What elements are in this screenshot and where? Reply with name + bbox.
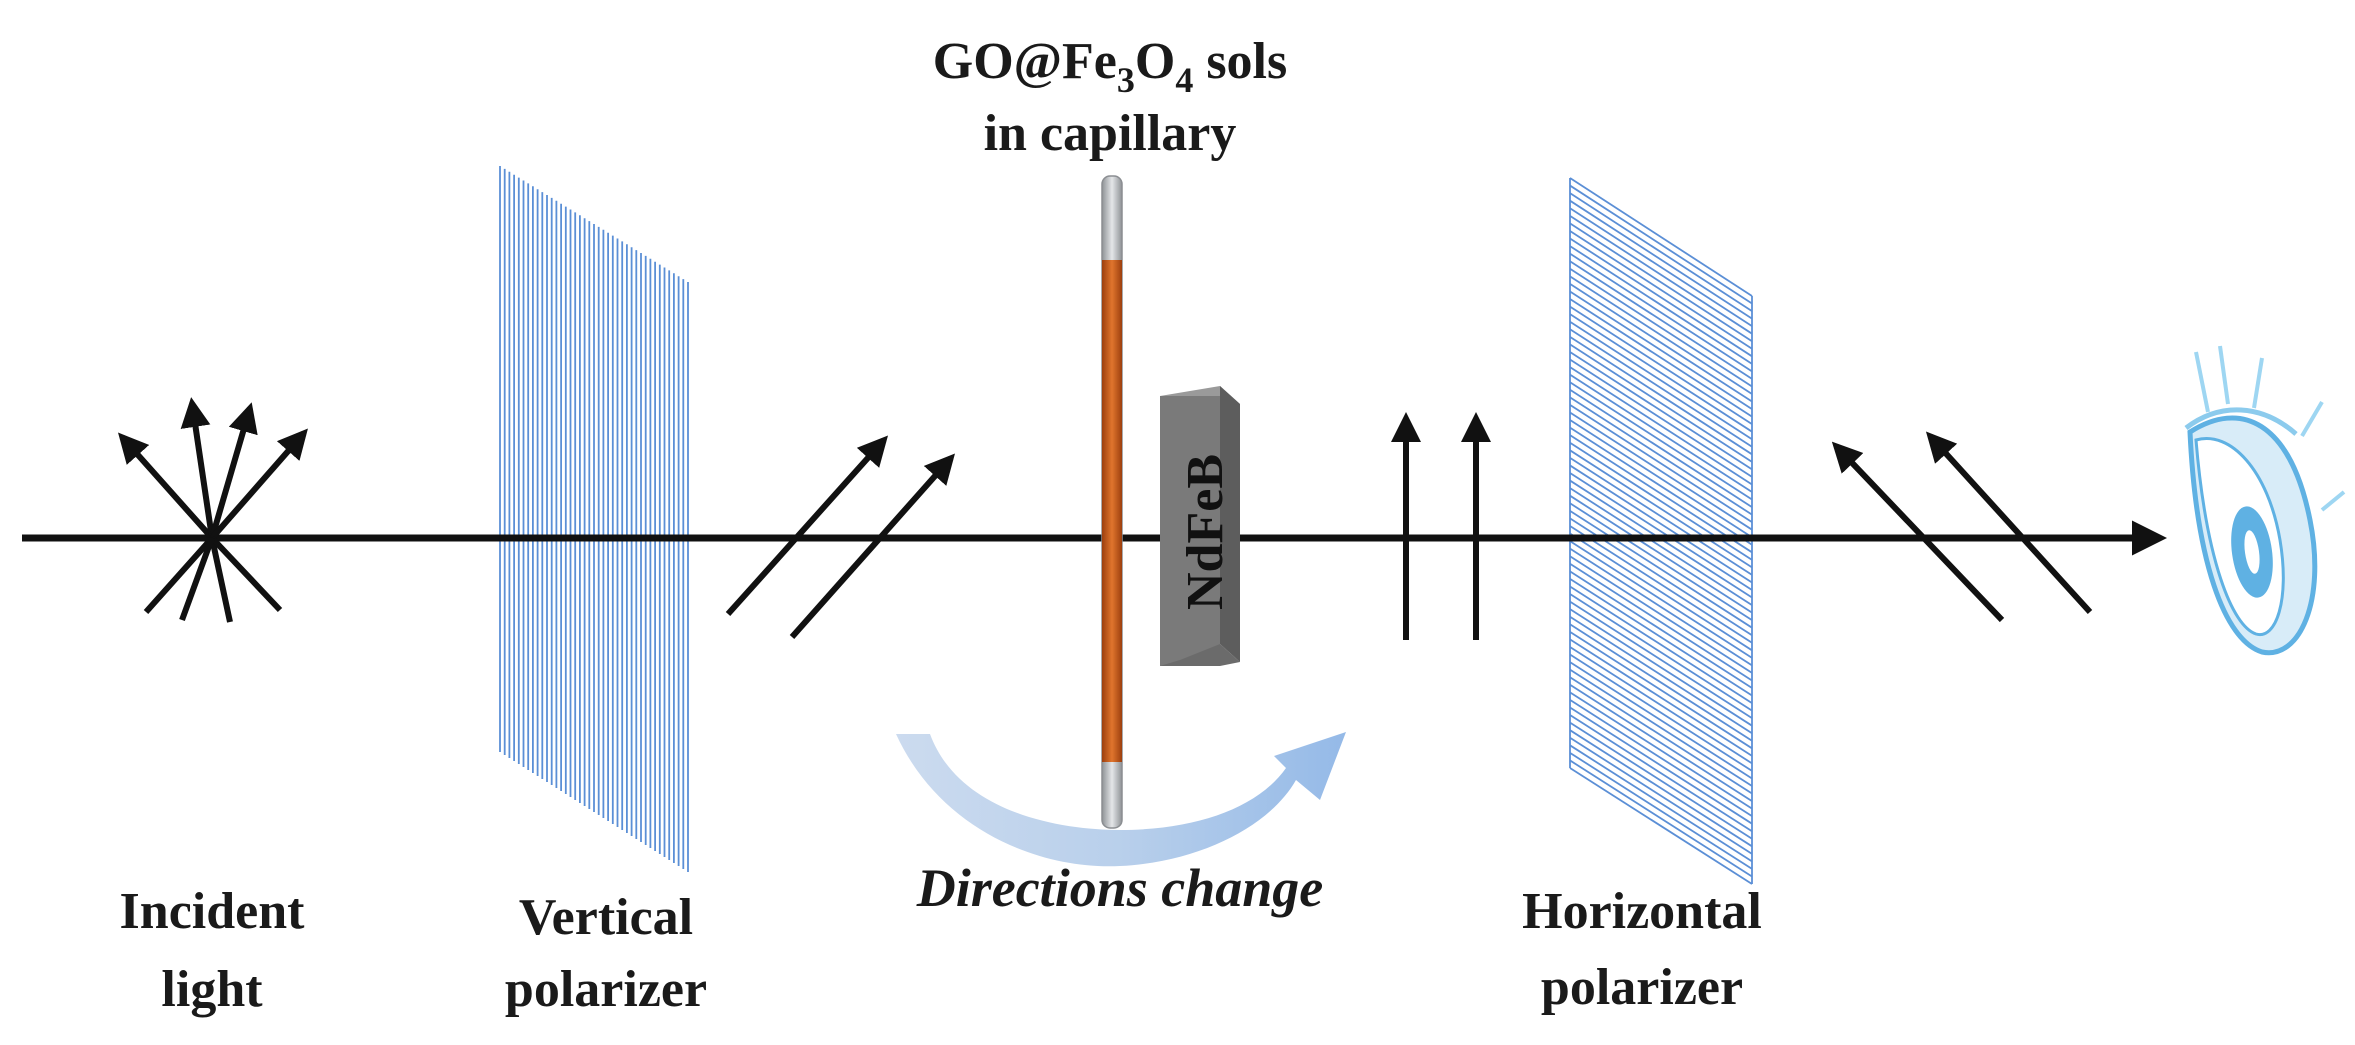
polarizer-grating-line: [1569, 767, 1753, 885]
polarizer-grating-line: [1569, 434, 1753, 554]
polarizer-grating-line: [1569, 525, 1753, 644]
polarizer-grating-line: [1569, 699, 1753, 817]
polarizer-grating-line: [1569, 570, 1753, 689]
polarizer-grating-line: [1569, 184, 1753, 305]
vertical-polarizer-label: Vertical: [519, 889, 693, 946]
polarizer-grating-line: [1569, 759, 1753, 878]
polarizer-grating-line: [1569, 555, 1753, 674]
polarizer-grating-line: [1569, 600, 1753, 719]
polarizer-grating-line: [1569, 177, 1753, 297]
polarizer-grating-line: [1569, 419, 1753, 538]
polarizer-grating-line: [1569, 373, 1753, 493]
polarizer-grating-line: [1569, 691, 1753, 810]
polarizer-grating-line: [1569, 298, 1753, 418]
polarizer-grating-line: [1569, 404, 1753, 523]
horizontal-polarizer: [1569, 177, 1753, 885]
polarizer-grating-line: [1569, 426, 1753, 546]
polarizer-grating-line: [1569, 336, 1753, 456]
polarizer-grating-line: [1569, 343, 1753, 463]
polarizer-grating-line: [1569, 510, 1753, 629]
polarizer-grating-line: [1569, 593, 1753, 712]
polarizer-grating-line: [1569, 487, 1753, 606]
capillary-tube: [1101, 175, 1123, 829]
polarizer-grating-line: [1569, 752, 1753, 870]
vertical-polarization-arrows: [1391, 412, 1491, 640]
polarizer-grating-line: [1569, 328, 1753, 448]
polarizer-grating-line: [1569, 358, 1753, 478]
polarizer-grating-line: [1569, 676, 1753, 795]
polarizer-grating-line: [1569, 230, 1753, 350]
polarizer-grating-line: [1569, 653, 1753, 772]
polarizer-grating-line: [1569, 646, 1753, 765]
polarizer-grating-line: [1569, 638, 1753, 757]
polarizer-grating-line: [1569, 608, 1753, 727]
polarizer-grating-line: [1569, 283, 1753, 403]
incident-light-label-line2: light: [161, 961, 263, 1018]
polarizer-grating-line: [1569, 615, 1753, 734]
horizontal-polarizer-label-line2: polarizer: [1541, 959, 1743, 1016]
polarizer-grating-line: [1569, 411, 1753, 531]
polarizer-grating-line: [1569, 547, 1753, 667]
polarizer-grating-line: [1569, 540, 1753, 659]
magnet-label: NdFeB: [1177, 454, 1234, 610]
capillary-label-line2: in capillary: [984, 105, 1237, 162]
polarizer-grating-line: [1569, 563, 1753, 682]
polarizer-grating-line: [1569, 706, 1753, 825]
polarizer-grating-line: [1569, 578, 1753, 697]
polarizer-grating-line: [1569, 305, 1753, 425]
eye-icon: [2184, 345, 2346, 656]
polarizer-grating-line: [1569, 245, 1753, 365]
polarizer-grating-line: [1569, 313, 1753, 433]
polarizer-grating-line: [1569, 729, 1753, 848]
polarizer-grating-line: [1569, 449, 1753, 569]
polarizer-grating-line: [1569, 192, 1753, 312]
polarizer-grating-line: [1569, 631, 1753, 750]
polarizer-grating-line: [1569, 502, 1753, 621]
polarizer-grating-line: [1569, 199, 1753, 320]
polarizer-grating-line: [1569, 275, 1753, 395]
polarizer-grating-line: [1569, 464, 1753, 584]
polarizer-grating-line: [1569, 736, 1753, 855]
polarizer-grating-line: [1569, 290, 1753, 410]
polarizer-grating-line: [1569, 381, 1753, 501]
polarizer-grating-line: [1569, 744, 1753, 863]
polarizer-grating-line: [1569, 532, 1753, 652]
ndfeb-magnet: NdFeB: [1160, 386, 1240, 666]
vertical-polarizer-label-line2: polarizer: [505, 961, 707, 1018]
diagonal-polarization-arrows: [725, 435, 955, 639]
curved-arrow-icon: [896, 732, 1346, 867]
polarizer-grating-line: [1569, 207, 1753, 327]
polarizer-grating-line: [1569, 721, 1753, 840]
polarizer-grating-line: [1569, 684, 1753, 802]
polarizer-grating-line: [1569, 260, 1753, 380]
polarizer-grating-line: [1569, 494, 1753, 614]
polarizer-grating-line: [1569, 366, 1753, 486]
polarizer-grating-line: [1569, 661, 1753, 780]
polarizer-grating-line: [1569, 396, 1753, 516]
polarizer-grating-line: [1569, 668, 1753, 787]
directions-change-label: Directions change: [916, 858, 1324, 918]
polarizer-grating-line: [1569, 268, 1753, 388]
polarizer-grating-line: [1569, 472, 1753, 591]
output-polarization-arrows: [1831, 431, 2093, 623]
polarizer-grating-line: [1569, 623, 1753, 742]
polarizer-grating-line: [1569, 237, 1753, 358]
incident-light-star-icon: [118, 397, 308, 623]
polarizer-grating-line: [1569, 457, 1753, 576]
polarizer-grating-line: [1569, 714, 1753, 832]
polarizer-grating-line: [1569, 351, 1753, 471]
polarizer-grating-line: [1569, 585, 1753, 704]
vertical-polarizer: [499, 166, 689, 872]
horizontal-polarizer-label: Horizontal: [1522, 883, 1762, 940]
polarizer-grating-line: [1569, 222, 1753, 342]
polarizer-grating-line: [1569, 252, 1753, 373]
incident-light-label: Incident: [120, 883, 306, 940]
polarizer-grating-line: [1569, 389, 1753, 508]
polarizer-grating-line: [1569, 320, 1753, 440]
polarizer-grating-line: [1569, 215, 1753, 335]
capillary-label: GO@Fe3O4 sols: [933, 33, 1287, 100]
